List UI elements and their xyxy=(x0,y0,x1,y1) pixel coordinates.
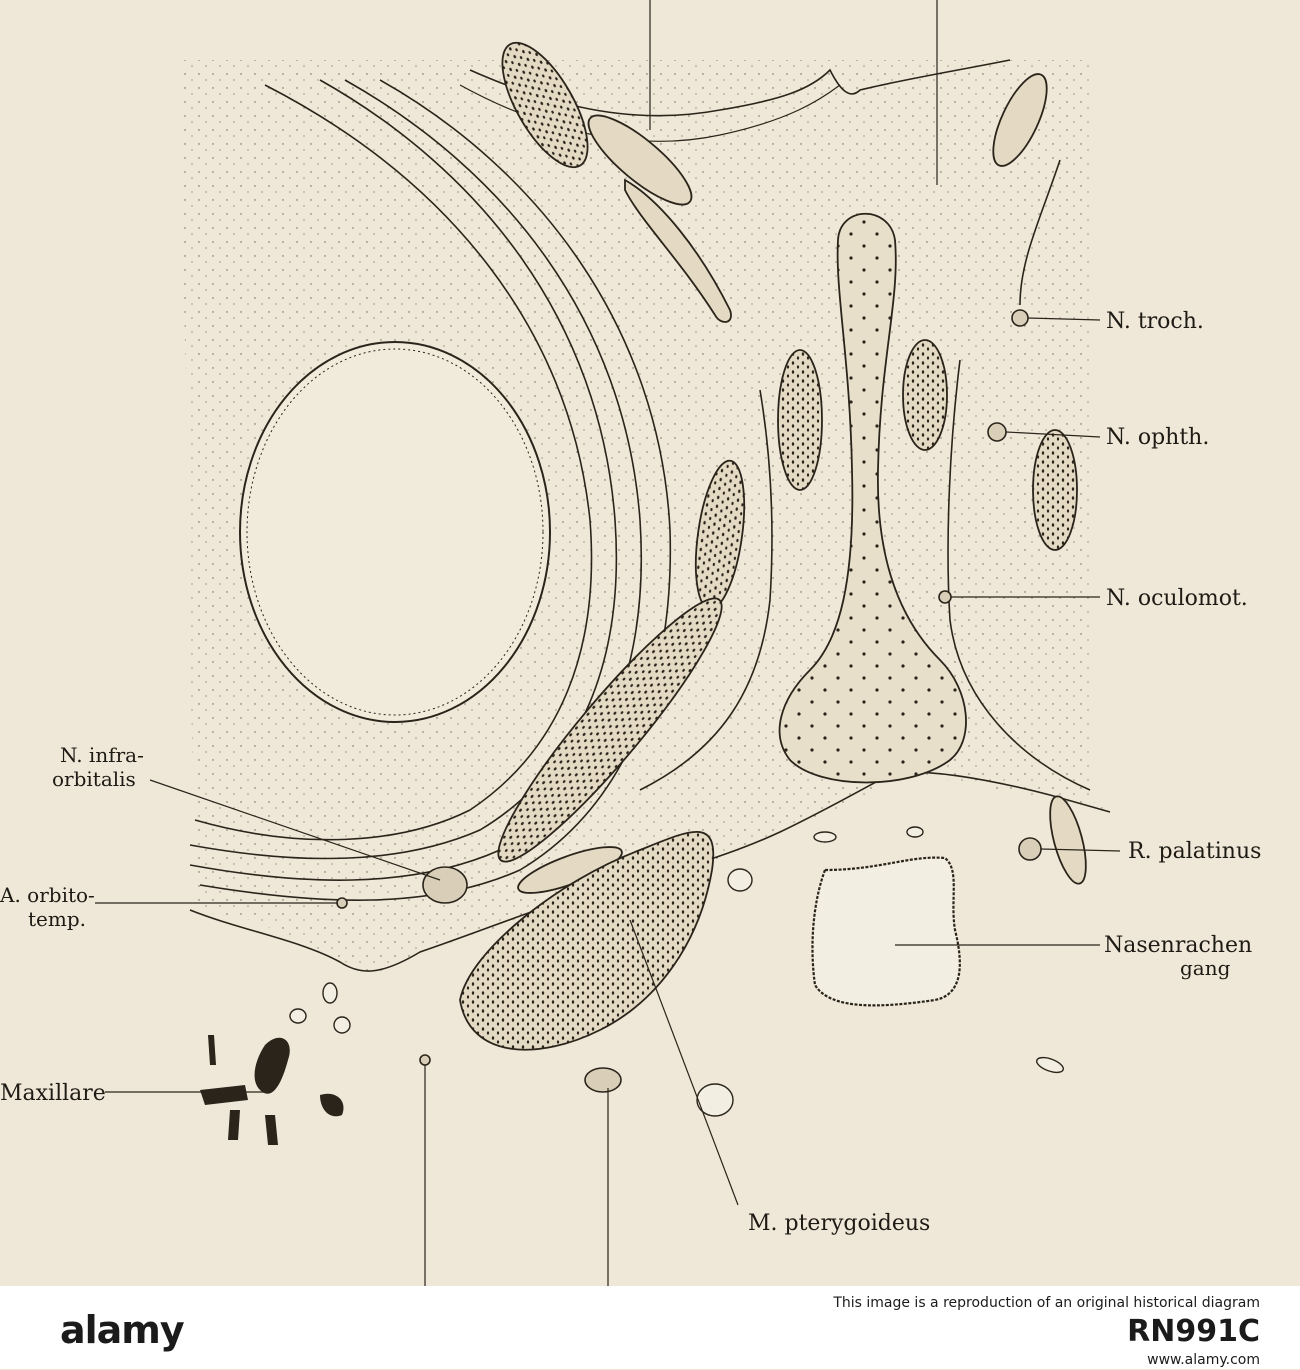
lens-inner xyxy=(246,348,544,716)
n-ophth-node xyxy=(987,422,1007,442)
a-orbitotemp-node xyxy=(336,897,348,909)
maxillare-fragment-5 xyxy=(265,1115,278,1145)
label-a-orbitotemp-2: temp. xyxy=(28,907,86,931)
label-m-pterygoideus: M. pterygoideus xyxy=(748,1211,930,1236)
maxillare-fragment-2 xyxy=(200,1085,248,1105)
eye-arc-1 xyxy=(194,84,593,841)
muscle-long-diagonal-fill xyxy=(498,598,722,862)
vessel-3 xyxy=(906,826,924,838)
muscle-far-right xyxy=(1049,795,1087,885)
vessel-8 xyxy=(1035,1056,1065,1074)
upper-right-curve xyxy=(1019,159,1061,306)
label-n-infraorbitalis-1: N. infra- xyxy=(60,743,144,767)
vessel-1 xyxy=(727,868,753,892)
label-nasenrachen-1: Nasenrachen xyxy=(1104,933,1252,958)
watermark-footer: alamy This image is a reproduction of an… xyxy=(0,1286,1300,1369)
label-nasenrachen-2: gang xyxy=(1180,956,1231,980)
footer-caption: This image is a reproduction of an origi… xyxy=(833,1295,1260,1311)
leader-n-troch xyxy=(1027,317,1101,321)
label-maxillare: Maxillare xyxy=(0,1081,106,1106)
n-troch-node xyxy=(1011,309,1029,327)
septum-left xyxy=(639,389,773,791)
vessel-2 xyxy=(813,831,837,843)
leader-n-ophth xyxy=(1005,431,1101,438)
label-n-ophth: N. ophth. xyxy=(1106,425,1209,450)
lens xyxy=(239,341,551,723)
muscle-upper-right xyxy=(992,73,1048,167)
muscle-pterygoideus-fill xyxy=(460,831,714,1050)
muscle-right-fill xyxy=(1033,430,1077,550)
footer-image-id: RN991C xyxy=(1127,1314,1260,1349)
n-oculomot-node xyxy=(938,590,952,604)
muscle-upper-left-fill xyxy=(502,42,588,168)
r-palatinus-node xyxy=(1018,837,1042,861)
label-n-oculomot: N. oculomot. xyxy=(1106,586,1248,611)
septum-right xyxy=(947,359,1091,791)
lower-mid-node xyxy=(584,1067,622,1093)
vessel-4 xyxy=(696,1083,734,1117)
maxillare-fragment-4 xyxy=(228,1110,240,1140)
n-infraorbitalis-node xyxy=(422,866,468,904)
nasenrachen-gang xyxy=(811,856,961,1007)
leader-n-infraorbitalis xyxy=(149,779,441,881)
muscle-mid-c-fill xyxy=(903,340,947,450)
muscle-mid-a-fill xyxy=(778,350,822,490)
maxillare-fragment-1 xyxy=(254,1037,290,1094)
vessel-5 xyxy=(322,982,338,1004)
label-n-troch: N. troch. xyxy=(1106,309,1204,334)
leader-m-pterygoideus xyxy=(629,919,739,1206)
footer-brand: alamy xyxy=(60,1308,185,1352)
label-a-orbitotemp-1: A. orbito- xyxy=(0,883,95,907)
footer-info: This image is a reproduction of an origi… xyxy=(833,1292,1260,1370)
leader-r-palatinus xyxy=(1040,848,1121,852)
upper-boundary xyxy=(469,59,1011,117)
maxillare-fragment-6 xyxy=(208,1035,216,1065)
vessel-6 xyxy=(289,1008,307,1024)
footer-url: www.alamy.com xyxy=(1147,1352,1260,1368)
lower-node xyxy=(419,1054,431,1066)
label-n-infraorbitalis-2: orbitalis xyxy=(52,767,136,791)
muscle-slender-top xyxy=(587,114,693,206)
vessel-7 xyxy=(333,1016,351,1034)
muscle-curved xyxy=(624,178,732,323)
muscle-mid-b-fill xyxy=(695,460,745,610)
eye-arc-3 xyxy=(189,79,643,881)
central-cartilage-fill xyxy=(779,213,967,783)
anatomical-section-diagram: N. troch. N. ophth. N. oculomot. N. infr… xyxy=(0,0,1261,1286)
label-r-palatinus: R. palatinus xyxy=(1128,839,1261,864)
maxillare-fragment-3 xyxy=(320,1093,344,1117)
